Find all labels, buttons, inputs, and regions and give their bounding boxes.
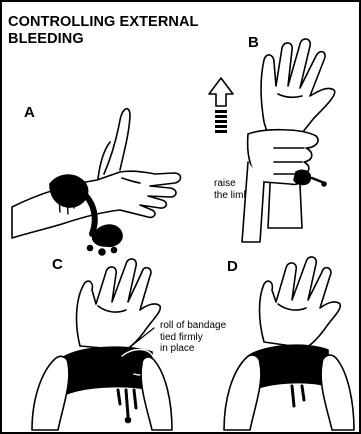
first-aid-illustration [2, 2, 359, 432]
panel-d-raised-hand [260, 257, 341, 348]
panel-b-wound [294, 170, 326, 186]
panel-b-up-arrow [209, 78, 233, 133]
panel-c-bandage [62, 347, 155, 422]
panel-c-raised-hand [77, 259, 161, 350]
